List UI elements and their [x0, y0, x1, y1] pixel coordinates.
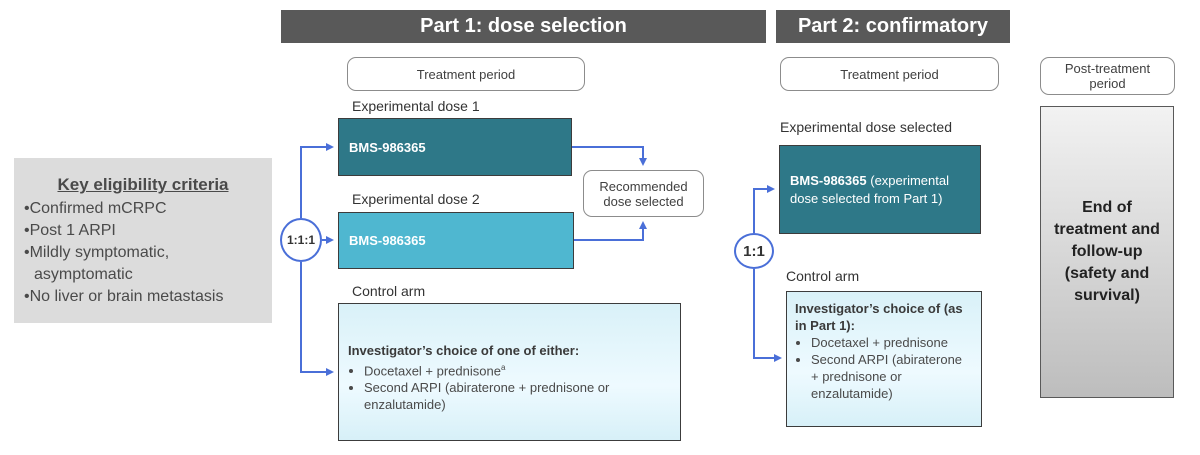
criterion-item: •Confirmed mCRPC [24, 200, 167, 217]
control-arm-label: Control arm [352, 283, 426, 299]
part2-control-box: Investigator’s choice of (as in Part 1):… [786, 291, 982, 427]
criterion-item: •Mildly symptomatic, [24, 244, 170, 261]
part1-randomization-circle: 1:1:1 [280, 218, 322, 262]
criterion-item: asymptomatic [34, 266, 133, 283]
dose-selected-drug: BMS-986365 [790, 172, 867, 188]
footnote-marker: a [500, 363, 506, 372]
end-of-treatment-box: End of treatment and follow-up (safety a… [1040, 106, 1174, 398]
eligibility-title: Key eligibility criteria [57, 175, 229, 194]
control-option: Docetaxel + prednisonea [364, 359, 670, 379]
control-heading: Investigator’s choice of (as in Part 1): [795, 301, 963, 333]
control-option: Second ARPI (abiraterone + prednisone or… [364, 379, 670, 413]
part1-header: Part 1: dose selection [281, 10, 766, 43]
arrow-to-part2-control [753, 269, 782, 362]
dose1-label: Experimental dose 1 [352, 98, 480, 114]
dose-selected-box: BMS-986365 (experimental dose selected f… [779, 145, 981, 234]
criterion-item: •No liver or brain metastasis [24, 288, 224, 305]
eligibility-box: Key eligibility criteria •Confirmed mCRP… [14, 158, 272, 323]
recommended-dose-box: Recommended dose selected [583, 170, 704, 217]
control-options: Docetaxel + prednisone Second ARPI (abir… [795, 334, 973, 402]
dose-selected-text: BMS-986365 (experimental dose selected f… [790, 172, 972, 208]
part2-control-arm-label: Control arm [786, 268, 860, 284]
criterion-item: •Post 1 ARPI [24, 222, 116, 239]
arrow-to-dose-selected [753, 185, 775, 233]
part1-control-box: Investigator’s choice of one of either: … [338, 303, 681, 441]
arrow-dose2-to-recommended [574, 221, 647, 241]
arrow-dose1-to-recommended [572, 146, 647, 166]
dose1-box: BMS-986365 [338, 118, 572, 176]
end-of-treatment-text: End of treatment and follow-up (safety a… [1054, 199, 1160, 304]
dose-selected-note: (experimental dose selected from Part 1) [790, 172, 949, 206]
dose1-drug: BMS-986365 [349, 139, 426, 155]
dose2-drug: BMS-986365 [349, 233, 426, 248]
control-options: Docetaxel + prednisonea Second ARPI (abi… [348, 359, 670, 413]
control-option: Docetaxel + prednisone [811, 334, 973, 351]
control-option: Second ARPI (abiraterone + prednisone or… [811, 351, 973, 402]
arrow-to-control [300, 262, 334, 376]
arrow-to-dose1 [300, 143, 334, 218]
dose2-box: BMS-986365 [338, 212, 574, 269]
part1-treatment-period: Treatment period [347, 57, 585, 91]
control-heading: Investigator’s choice of one of either: [348, 343, 580, 358]
part2-randomization-circle: 1:1 [734, 233, 774, 269]
post-treatment-period: Post-treatment period [1040, 57, 1175, 95]
part2-treatment-period: Treatment period [780, 57, 999, 91]
dose2-label: Experimental dose 2 [352, 191, 480, 207]
part2-header: Part 2: confirmatory [776, 10, 1010, 43]
dose-selected-label: Experimental dose selected [780, 119, 952, 135]
